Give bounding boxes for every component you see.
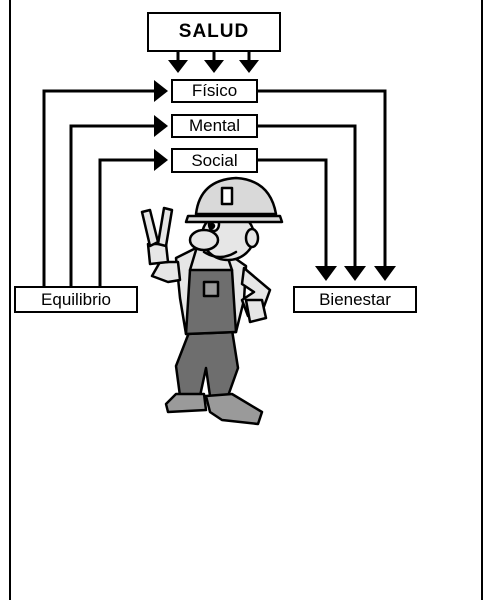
worker-mascot	[140, 176, 284, 426]
bienestar-box: Bienestar	[293, 286, 417, 313]
page-frame	[9, 0, 483, 600]
salud-down-arrows	[168, 52, 259, 73]
bienestar-connectors	[258, 89, 387, 268]
social-box: Social	[171, 148, 258, 173]
bienestar-arrowheads	[315, 266, 396, 281]
equilibrio-box: Equilibrio	[14, 286, 138, 313]
salud-box: SALUD	[147, 12, 281, 52]
equilibrio-arrowheads	[154, 80, 168, 171]
equilibrio-connectors	[42, 89, 158, 286]
fisico-box: Físico	[171, 79, 258, 103]
mental-box: Mental	[171, 114, 258, 138]
